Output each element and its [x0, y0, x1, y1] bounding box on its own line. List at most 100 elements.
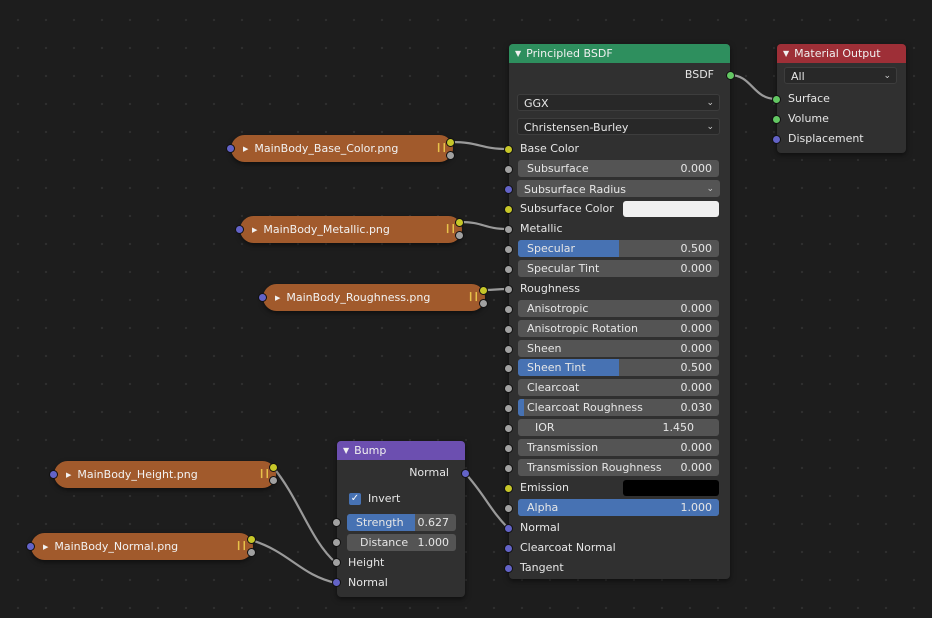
- base-color-socket[interactable]: [504, 145, 513, 154]
- height-socket[interactable]: [332, 558, 341, 567]
- texture-name: MainBody_Normal.png: [54, 540, 179, 553]
- clearcoat-normal-socket[interactable]: [504, 544, 513, 553]
- texture-node-base-color[interactable]: ▶MainBody_Base_Color.png ❙❙: [226, 135, 453, 162]
- expand-triangle-icon[interactable]: ▶: [252, 226, 258, 234]
- node-header[interactable]: ▼Principled BSDF: [509, 44, 730, 63]
- displacement-socket[interactable]: [772, 135, 781, 144]
- alpha-output-socket[interactable]: [247, 548, 256, 557]
- expand-triangle-icon[interactable]: ▶: [66, 471, 72, 479]
- specular-slider[interactable]: Specular 0.500: [518, 240, 719, 257]
- subsurface-socket[interactable]: [504, 165, 513, 174]
- anisotropic-socket[interactable]: [504, 305, 513, 314]
- specular-socket[interactable]: [504, 245, 513, 254]
- invert-checkbox[interactable]: ✓: [349, 493, 361, 505]
- surface-socket[interactable]: [772, 95, 781, 104]
- node-title: Material Output: [794, 47, 881, 60]
- texture-name: MainBody_Roughness.png: [286, 291, 431, 304]
- texture-node-normal[interactable]: ▶MainBody_Normal.png ❙❙: [26, 533, 253, 560]
- metallic-socket[interactable]: [504, 225, 513, 234]
- subsurface-method-dropdown[interactable]: Christensen-Burley⌄: [517, 118, 720, 135]
- normal-output-socket[interactable]: [461, 469, 470, 478]
- slider-label: Specular: [527, 242, 576, 255]
- collapse-triangle-icon[interactable]: ▼: [343, 446, 350, 455]
- vector-socket[interactable]: [49, 470, 58, 479]
- vector-socket[interactable]: [26, 542, 35, 551]
- texture-name: MainBody_Height.png: [77, 468, 198, 481]
- color-output-socket[interactable]: [269, 463, 278, 472]
- node-header[interactable]: ▼ Material Output: [777, 44, 906, 63]
- color-output-socket[interactable]: [446, 138, 455, 147]
- color-output-socket[interactable]: [247, 535, 256, 544]
- anisotropic-rotation-socket[interactable]: [504, 325, 513, 334]
- sheen-tint-socket[interactable]: [504, 364, 513, 373]
- slider-label: Sheen: [527, 342, 562, 355]
- texture-node-metallic[interactable]: ▶MainBody_Metallic.png ❙❙: [235, 216, 462, 243]
- strength-socket[interactable]: [332, 518, 341, 527]
- clearcoat-socket[interactable]: [504, 384, 513, 393]
- collapse-triangle-icon[interactable]: ▼: [515, 49, 522, 58]
- vector-socket[interactable]: [226, 144, 235, 153]
- specular-tint-socket[interactable]: [504, 265, 513, 274]
- displacement-label: Displacement: [788, 132, 864, 145]
- sheen-socket[interactable]: [504, 345, 513, 354]
- ior-socket[interactable]: [504, 424, 513, 433]
- alpha-output-socket[interactable]: [455, 231, 464, 240]
- vector-socket[interactable]: [235, 225, 244, 234]
- slider-value: 0.500: [680, 242, 713, 255]
- emission-color-swatch[interactable]: [623, 480, 719, 496]
- vector-socket[interactable]: [258, 293, 267, 302]
- alpha-output-socket[interactable]: [446, 151, 455, 160]
- clearcoat-roughness-socket[interactable]: [504, 404, 513, 413]
- expand-triangle-icon[interactable]: ▶: [43, 543, 49, 551]
- subsurface-color-swatch[interactable]: [623, 201, 719, 217]
- volume-socket[interactable]: [772, 115, 781, 124]
- alpha-output-socket[interactable]: [479, 299, 488, 308]
- dropdown-value: All: [791, 70, 805, 83]
- emission-socket[interactable]: [504, 484, 513, 493]
- subsurface-radius-dropdown[interactable]: Subsurface Radius⌄: [517, 180, 720, 197]
- bsdf-output-socket[interactable]: [726, 71, 735, 80]
- expand-triangle-icon[interactable]: ▶: [243, 145, 249, 153]
- tangent-socket[interactable]: [504, 564, 513, 573]
- grip-icon: ❙❙: [257, 469, 271, 479]
- roughness-label: Roughness: [520, 282, 581, 295]
- normal-input-socket[interactable]: [332, 578, 341, 587]
- material-output-node[interactable]: ▼Material Output All⌄ Surface Volume Dis…: [772, 44, 906, 153]
- normal-socket[interactable]: [504, 524, 513, 533]
- texture-node-height[interactable]: ▶ MainBody_Height.png ❙❙: [49, 461, 276, 488]
- color-output-socket[interactable]: [455, 218, 464, 227]
- transmission-roughness-socket[interactable]: [504, 464, 513, 473]
- collapse-triangle-icon[interactable]: ▼: [783, 49, 790, 58]
- base-color-label: Base Color: [520, 142, 580, 155]
- alpha-socket[interactable]: [504, 504, 513, 513]
- expand-triangle-icon[interactable]: ▶: [275, 294, 281, 302]
- texture-node-roughness[interactable]: ▶MainBody_Roughness.png ❙❙: [258, 284, 485, 311]
- alpha-output-socket[interactable]: [269, 476, 278, 485]
- target-dropdown[interactable]: All⌄: [784, 67, 897, 84]
- slider-value: 1.000: [680, 501, 713, 514]
- distance-socket[interactable]: [332, 538, 341, 547]
- node-header[interactable]: ▼Bump: [337, 441, 465, 460]
- color-output-socket[interactable]: [479, 286, 488, 295]
- principled-bsdf-node[interactable]: ▼Principled BSDF BSDF GGX⌄ Christensen-B…: [504, 44, 735, 579]
- distribution-dropdown[interactable]: GGX⌄: [517, 94, 720, 111]
- transmission-socket[interactable]: [504, 444, 513, 453]
- roughness-socket[interactable]: [504, 285, 513, 294]
- subsurface-color-socket[interactable]: [504, 205, 513, 214]
- subsurface-radius-socket[interactable]: [504, 185, 513, 194]
